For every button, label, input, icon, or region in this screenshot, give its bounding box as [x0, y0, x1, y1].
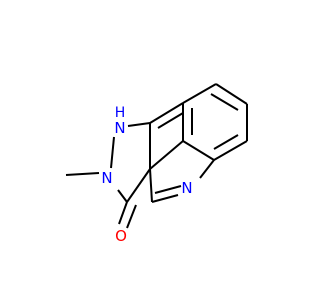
bond: [117, 189, 128, 203]
bond: [182, 83, 217, 104]
bond: [149, 168, 153, 203]
atom-label-nh-nitrogen: N: [114, 119, 125, 137]
bond: [127, 122, 151, 127]
bond: [126, 168, 151, 203]
bond: [213, 140, 248, 161]
bond: [151, 194, 179, 203]
atom-label-methyl-nitrogen: N: [101, 169, 112, 187]
bond: [215, 83, 248, 105]
atom-labels: N H N N O: [101, 105, 192, 245]
molecule-canvas: N H N N O: [65, 83, 248, 245]
bond: [149, 140, 184, 170]
bond: [213, 134, 239, 150]
atom-label-nh-hydrogen: H: [115, 105, 126, 121]
bond: [210, 93, 239, 111]
bond: [126, 204, 137, 229]
bond: [154, 185, 182, 194]
atom-label-ring-nitrogen: N: [181, 179, 192, 197]
bond: [199, 159, 215, 179]
bond: [118, 201, 128, 225]
bond: [157, 112, 184, 129]
bond-group: [65, 83, 248, 229]
bond: [149, 102, 184, 124]
structure-diagram: N H N N O: [65, 83, 248, 245]
bond: [65, 172, 100, 176]
bond: [182, 140, 215, 161]
atom-label-carbonyl-oxygen: O: [115, 227, 127, 245]
bond: [110, 136, 115, 169]
